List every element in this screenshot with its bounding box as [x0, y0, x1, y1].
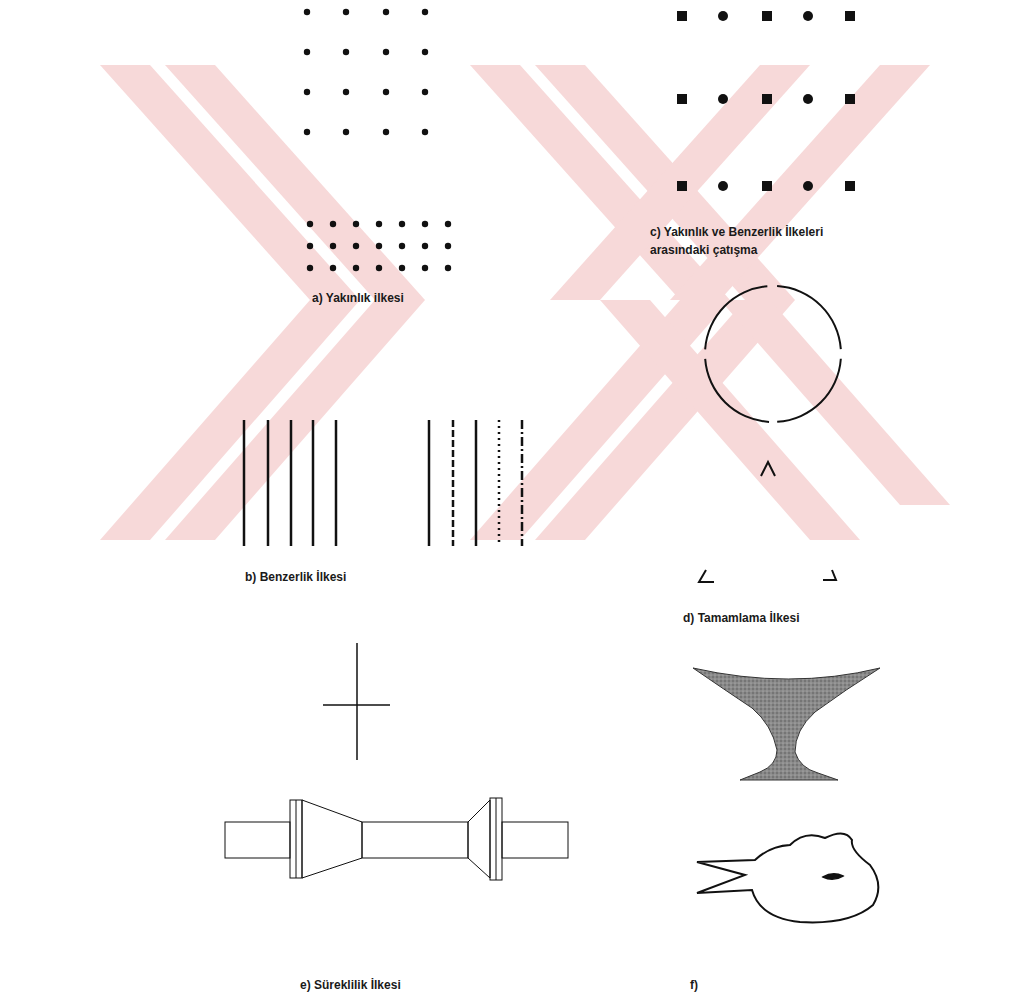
- dot: [399, 265, 405, 271]
- dot: [376, 265, 382, 271]
- caption-label: a) Yakınlık ilkesi: [312, 289, 404, 307]
- dot: [376, 243, 382, 249]
- broken-circle: [704, 285, 767, 349]
- circle-mark: [803, 11, 813, 21]
- solid-line: [267, 420, 270, 546]
- shaft-part: [362, 822, 468, 858]
- square-mark: [845, 181, 855, 191]
- flange-line: [496, 798, 497, 880]
- pattern-line: [452, 420, 455, 546]
- watermark-band: [670, 65, 930, 300]
- caption-label: d) Tamamlama İlkesi: [683, 609, 800, 627]
- dot: [445, 221, 451, 227]
- dot: [304, 49, 310, 55]
- dot: [422, 221, 428, 227]
- dot: [343, 89, 349, 95]
- dot: [343, 129, 349, 135]
- circle-mark: [803, 94, 813, 104]
- solid-line: [312, 420, 315, 546]
- caption-label: e) Süreklilik İlkesi: [300, 976, 401, 994]
- dot: [304, 89, 310, 95]
- solid-line: [243, 420, 246, 546]
- duck-eye: [823, 874, 843, 880]
- dot: [422, 243, 428, 249]
- caption-label: b) Benzerlik İlkesi: [245, 568, 346, 586]
- caption-label: f): [690, 976, 698, 994]
- circle-mark: [718, 181, 728, 191]
- solid-line: [335, 420, 338, 546]
- dot: [304, 129, 310, 135]
- circle-mark: [718, 94, 728, 104]
- square-mark: [845, 11, 855, 21]
- square-mark: [762, 181, 772, 191]
- shaft-part: [502, 822, 568, 858]
- dot: [304, 9, 310, 15]
- dot: [399, 221, 405, 227]
- dot: [353, 221, 359, 227]
- shaft-part: [225, 822, 290, 858]
- dot: [376, 221, 382, 227]
- dot: [422, 89, 428, 95]
- dot: [383, 129, 389, 135]
- triangle-corner: [761, 462, 775, 476]
- circle-mark: [803, 181, 813, 191]
- flange: [290, 800, 302, 878]
- broken-circle: [777, 359, 842, 423]
- dot: [330, 265, 336, 271]
- cone: [302, 800, 362, 878]
- dot: [343, 9, 349, 15]
- dot: [307, 221, 313, 227]
- dot: [422, 265, 428, 271]
- pattern-line: [475, 420, 478, 546]
- triangle-corner: [823, 570, 836, 580]
- dot: [330, 221, 336, 227]
- dot: [330, 243, 336, 249]
- flange-line: [296, 800, 297, 878]
- triangle-corner: [699, 570, 714, 582]
- square-mark: [845, 94, 855, 104]
- square-mark: [677, 94, 687, 104]
- dot: [383, 9, 389, 15]
- duck-head: [697, 833, 878, 922]
- vase-figure: [693, 668, 880, 780]
- dot: [445, 265, 451, 271]
- square-mark: [762, 94, 772, 104]
- dot: [383, 49, 389, 55]
- watermark-band: [720, 300, 950, 505]
- dot: [422, 129, 428, 135]
- dot: [399, 243, 405, 249]
- cross-line: [323, 704, 390, 706]
- solid-line: [290, 420, 293, 546]
- pattern-line: [428, 420, 431, 546]
- dot: [422, 9, 428, 15]
- broken-circle: [704, 359, 769, 423]
- dot: [353, 265, 359, 271]
- watermark-band: [165, 300, 425, 540]
- square-mark: [762, 11, 772, 21]
- dot: [422, 49, 428, 55]
- dot: [343, 49, 349, 55]
- watermark-band: [165, 65, 425, 300]
- cross-line: [356, 643, 358, 760]
- flange: [490, 798, 502, 880]
- pattern-line: [498, 420, 501, 546]
- cone: [468, 800, 490, 878]
- watermark-band: [550, 65, 810, 300]
- dot: [307, 265, 313, 271]
- dot: [383, 89, 389, 95]
- watermark: [100, 65, 950, 540]
- circle-mark: [718, 11, 728, 21]
- dot: [445, 243, 451, 249]
- dot: [307, 243, 313, 249]
- pattern-line: [521, 420, 524, 546]
- dot: [353, 243, 359, 249]
- broken-circle: [777, 285, 842, 349]
- square-mark: [677, 11, 687, 21]
- watermark-band: [600, 300, 860, 540]
- caption-label: c) Yakınlık ve Benzerlik İlkeleri arasın…: [650, 223, 850, 259]
- square-mark: [677, 181, 687, 191]
